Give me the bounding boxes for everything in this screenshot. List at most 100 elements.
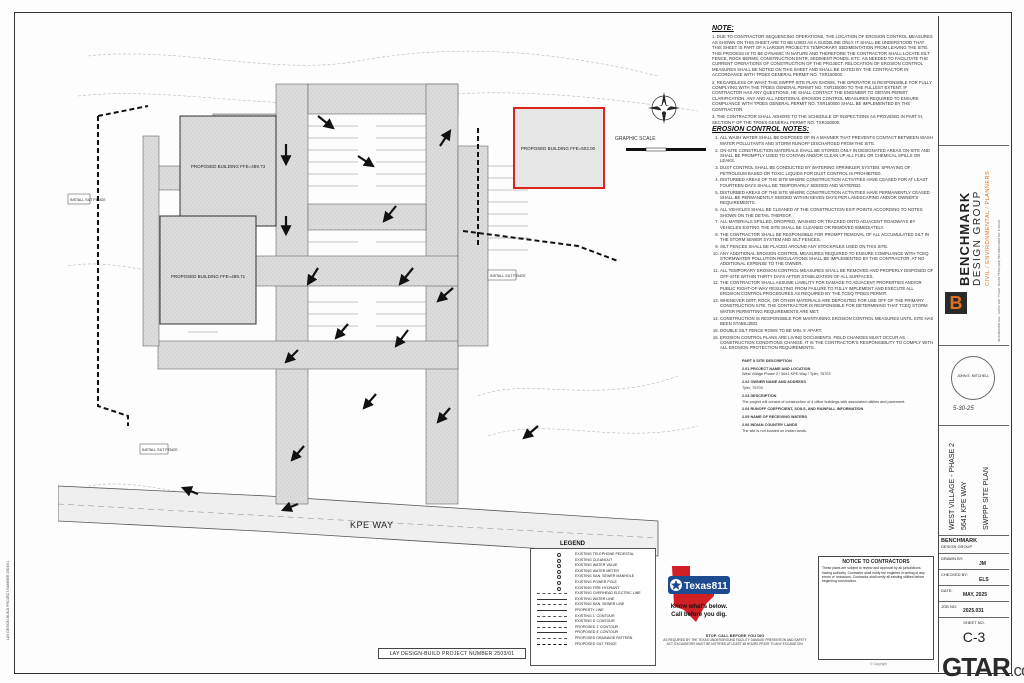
description-header: 2.03 DESCRIPTION (742, 393, 777, 398)
legend-symbol-icon (537, 643, 567, 645)
silt-fence-callouts: INSTALL SILT FENCE INSTALL SILT FENCE IN… (67, 193, 526, 455)
silt-callout-1: INSTALL SILT FENCE (70, 198, 106, 202)
sheet-border (14, 12, 1012, 674)
legend-item: EXISTING POWER POLE (557, 579, 651, 586)
texas811-fine: AS REQUIRED BY THE TEXAS UNDERGROUND FAC… (663, 638, 807, 646)
seal-icon (951, 356, 995, 400)
project-number-box: LAY DESIGN-BUILD PROJECT NUMBER 2503/01 (378, 648, 526, 659)
notes-column: NOTE: 1. DUE TO CONTRACTOR SEQUENCING OP… (712, 24, 934, 664)
legend-item: EXISTING 1' CONTOUR (537, 613, 651, 620)
site-description: PART II SITE DESCRIPTION 2.01 PROJECT NA… (742, 359, 934, 434)
legend-item: PROPOSED DRAINAGE PATTERN (537, 635, 651, 642)
erosion-note-item: DOUBLE SILT FENCE ROWS TO BE MIN. 5' APA… (720, 328, 934, 333)
erosion-note-item: ON-SITE CONSTRUCTION MATERIALS SHALL BE … (720, 148, 934, 164)
legend-symbol-icon (557, 564, 561, 569)
description-text: The project will consist of construction… (742, 399, 906, 404)
job-row: JOB NO: 2025.031 (939, 602, 1009, 618)
note-2: 2. REGARDLESS OF WHAT THIS SWPPP SITE PL… (712, 79, 932, 112)
date-value: MAY, 2025 (963, 592, 987, 598)
legend-item-label: EXISTING 1' CONTOUR (575, 613, 615, 618)
drainage-arrows (180, 115, 539, 512)
erosion-note-item: SILT FENCES SHALL BE PLACED AROUND ANY S… (720, 244, 934, 249)
texas811-stop-notice: STOP. CALL BEFORE YOU DIG AS REQUIRED BY… (660, 633, 810, 647)
legend-symbol-icon (537, 621, 567, 623)
legend-symbol-icon (557, 586, 561, 591)
legend-symbol-icon (537, 615, 567, 617)
legend-item-label: EXISTING WATER METER (575, 568, 619, 573)
erosion-note-item: ALL TEMPORARY EROSION CONTROL MEASURES S… (720, 268, 934, 279)
erosion-note-item: THE CONTRACTOR SHALL BE RESPONSIBLE FOR … (720, 232, 934, 243)
legend-symbol-icon (537, 604, 567, 606)
drawn-by-label: DRAWN BY: (941, 556, 964, 561)
tb-brand-name: BENCHMARK (941, 538, 978, 544)
texas811-stop: STOP. CALL BEFORE YOU DIG (705, 633, 765, 638)
legend-item: EXISTING OVERHEAD ELECTRIC LINE (537, 591, 651, 597)
indian-lands-text: The site is not located on Indian lands. (742, 428, 807, 433)
texas811-tag1: Know what's below. (671, 604, 728, 610)
job-value: 2025.031 (963, 608, 984, 614)
kpe-way-road (58, 485, 659, 557)
firm-address: 3910 BROWN HILL, SUITE 100, TYLER, TEXAS… (997, 219, 1001, 342)
silt-callout-2: INSTALL SILT FENCE (490, 274, 526, 278)
building-1: PROPOSED BUILDING FFE=489.73 (179, 115, 277, 227)
gtar-com: .com (1009, 661, 1024, 680)
legend-item-label: PROPOSED 1' CONTOUR (575, 624, 619, 629)
owner-header: 2.02 OWNER NAME AND ADDRESS (742, 380, 806, 385)
project-title-2: 5641 KPE WAY (961, 481, 968, 530)
building-2-label: PROPOSED BUILDING FFE=489.71 (171, 274, 246, 279)
legend-symbol-icon (537, 626, 567, 628)
project-title-1: WEST VILLAGE - PHASE 2 (949, 442, 956, 530)
note-1: 1. DUE TO CONTRACTOR SEQUENCING OPERATIO… (712, 34, 933, 78)
sheet-number: C-3 (962, 629, 986, 645)
erosion-note-item: ALL VEHICLES SHALL BE CLEANED AT THE CON… (720, 207, 934, 218)
seal-date: 5-30-25 (953, 406, 974, 412)
legend-item: PROPOSED 5' CONTOUR (537, 630, 651, 636)
date-label: DATE: (941, 588, 953, 593)
firm-name: BENCHMARK (957, 191, 972, 286)
legend-item: EXISTING WATER METER (557, 568, 651, 575)
engineer-seal: JOHN E. MITCHELL 5-30-25 (939, 346, 1009, 426)
legend-item-label: PROPOSED DRAINAGE PATTERN (575, 635, 633, 640)
texas-811-logo: Texas811 Know what's below. Call before … (668, 566, 730, 622)
legend-item: EXISTING TELEPHONE PEDESTAL (557, 552, 651, 558)
legend-item-label: EXISTING 5' CONTOUR (575, 619, 615, 624)
legend-item-label: PROPOSED SILT FENCE (575, 641, 617, 646)
project-title-block: WEST VILLAGE - PHASE 2 5641 KPE WAY SWPP… (939, 426, 1009, 536)
legend-symbol-icon (537, 593, 567, 595)
erosion-note-item: ANY ADDITIONAL EROSION CONTROL MEASURES … (720, 251, 934, 267)
erosion-note-item: ALL MATERIALS SPILLED, DROPPED, WASHED O… (720, 219, 934, 230)
firm-name-2: DESIGN GROUP (972, 190, 983, 286)
north-arrow-icon (648, 92, 680, 124)
erosion-note-item: DISTURBED AREAS OF THE SITE WHERE CONSTR… (720, 177, 934, 188)
contractors-body: These plans are subject to review and ap… (822, 566, 925, 584)
legend-item-label: EXISTING POWER POLE (575, 579, 617, 584)
site-part: PART II SITE DESCRIPTION (742, 358, 792, 363)
file-path-text: LAY DESIGN-BUILD PROJECT NUMBER 2503/01 (6, 560, 10, 640)
building-3-highlighted: PROPOSED BUILDING FFE=502.00 (513, 107, 605, 189)
erosion-note-item: THE CONTRACTOR SHALL ASSUME LIABILITY FO… (720, 280, 934, 296)
notes-header: NOTE: (712, 25, 734, 32)
title-block: B BENCHMARK DESIGN GROUP CIVIL / ENVIRON… (938, 16, 1009, 672)
legend-item-label: EXISTING TELEPHONE PEDESTAL (575, 552, 634, 556)
legend-symbol-icon (537, 632, 567, 634)
legend-item-label: EXISTING SAN. SEWER LINE (575, 602, 625, 607)
firm-subtitle: CIVIL / ENVIRONMENTAL / PLANNERS (985, 170, 991, 286)
legend-title: LEGEND (560, 541, 586, 547)
owner-address: Tyler, 75703 (742, 385, 763, 390)
erosion-notes-title: EROSION CONTROL NOTES: (712, 125, 810, 133)
benchmark-logo-icon: B (945, 292, 967, 314)
street-name-label: KPE WAY (350, 520, 394, 530)
graphic-scale-bar (626, 147, 706, 152)
drawn-by-value: JM (979, 561, 986, 567)
drawn-by-row: DRAWN BY: JM (939, 554, 1009, 570)
building-3-label: PROPOSED BUILDING FFE=502.00 (521, 146, 596, 151)
legend-item-label: EXISTING WATER VALVE (575, 563, 618, 568)
site-plan-drawing: PROPOSED BUILDING FFE=489.73 PROPOSED BU… (58, 50, 706, 557)
legend-item-label: EXISTING WATER LINE (575, 596, 615, 601)
runoff-header: 2.04 RUNOFF COEFFICIENT, SOILS, AND RAIN… (742, 407, 864, 412)
note-3: 3. THE CONTRACTOR SHALL ADHERE TO THE SC… (712, 114, 923, 125)
copyright-text: © Copyright (870, 662, 887, 666)
legend-item: EXISTING 5' CONTOUR (537, 619, 651, 625)
